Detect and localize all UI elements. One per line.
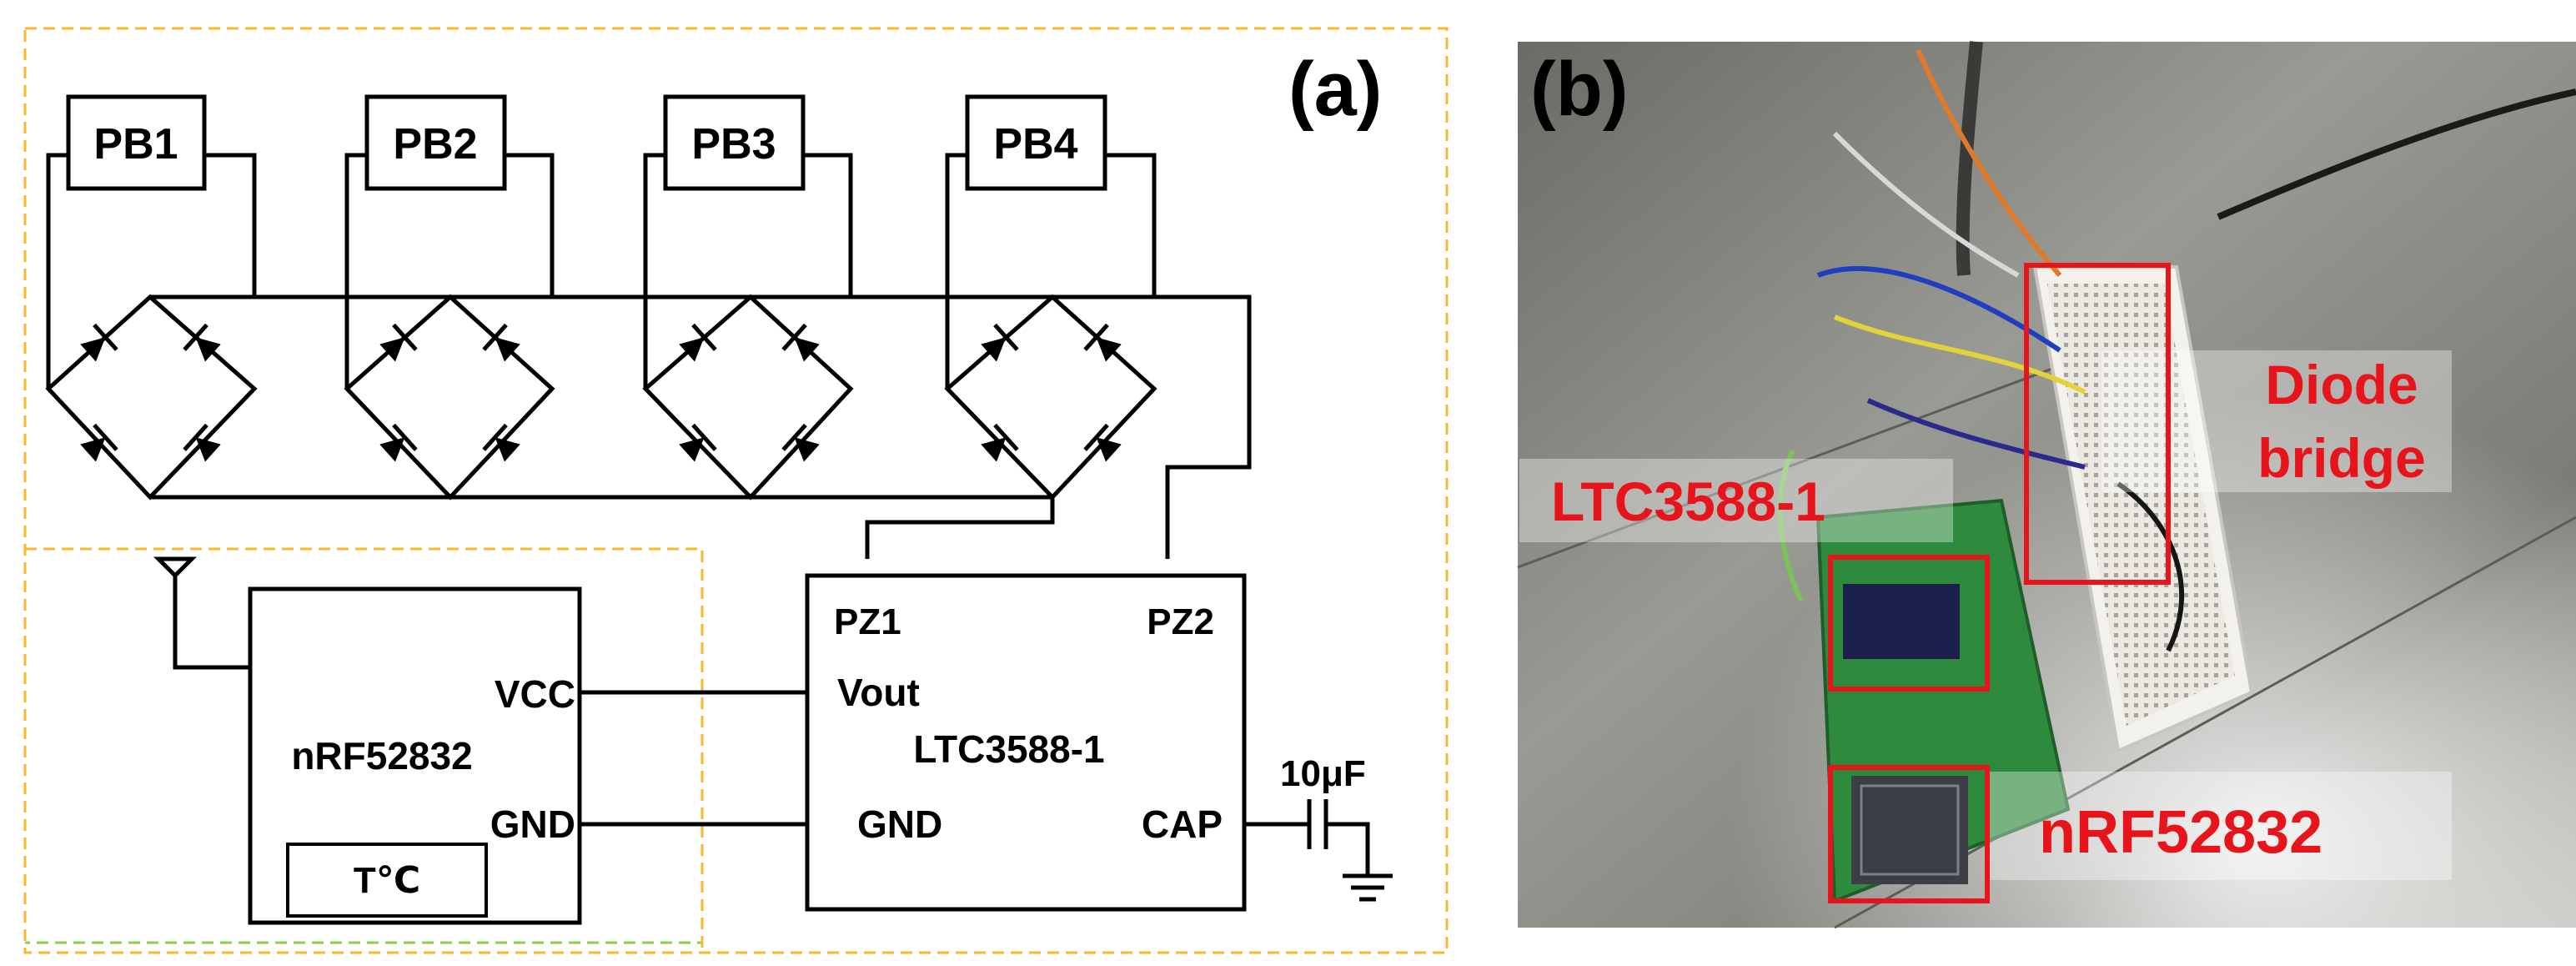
svg-text:LTC3588-1: LTC3588-1 <box>913 727 1104 771</box>
harvester-block: PZ1 PZ2 Vout LTC3588-1 GND CAP <box>805 573 1247 912</box>
mcu-block: VCC nRF52832 GND T℃ <box>248 586 582 925</box>
mcu-gnd-pin: GND <box>490 802 575 846</box>
diode-bridge-label-line2: bridge <box>2257 427 2426 489</box>
orange-dashed-divider <box>25 547 704 953</box>
mcu-name: nRF52832 <box>291 734 472 777</box>
mcu-vcc-pin: VCC <box>495 672 575 716</box>
harvester-label: LTC3588-1 <box>1551 470 1825 532</box>
svg-text:T℃: T℃ <box>354 860 420 901</box>
mcu-highlight <box>1828 765 1990 903</box>
panel-b: (b) Diode bridge LTC3588-1 nRF52832 <box>1517 41 2576 929</box>
piezo-block-1: PB1 <box>66 94 207 191</box>
svg-text:PZ1: PZ1 <box>834 601 901 642</box>
temperature-sensor <box>286 843 488 918</box>
mcu-label-bg <box>1985 772 2452 880</box>
capacitor-value: 10μF <box>1280 753 1366 794</box>
svg-text:PB1: PB1 <box>93 120 178 169</box>
harvester-label-bg <box>1519 459 1953 542</box>
diode-bridges <box>45 294 1157 501</box>
orange-dashed-border <box>23 27 1449 954</box>
piezo-block-2: PB2 <box>364 94 507 191</box>
jumper-wires <box>1777 48 2184 652</box>
svg-text:GND: GND <box>857 802 942 846</box>
svg-text:PB2: PB2 <box>393 120 477 169</box>
panel-b-tag: (b) <box>1530 47 1628 132</box>
svg-text:PB4: PB4 <box>993 120 1077 169</box>
svg-text:PZ2: PZ2 <box>1147 601 1214 642</box>
diode-symbols <box>77 325 1125 465</box>
diode-bridge-label-bg <box>2101 350 2452 492</box>
mcu-label: nRF52832 <box>2039 799 2322 866</box>
schematic-wires <box>46 153 1393 902</box>
svg-text:PB3: PB3 <box>691 120 776 169</box>
diode-bridge-label-line1: Diode <box>2265 354 2418 415</box>
svg-text:Vout: Vout <box>837 671 920 714</box>
piezo-block-4: PB4 <box>965 94 1107 191</box>
harvester-highlight <box>1828 555 1990 692</box>
green-pcb <box>1815 498 2071 903</box>
panel-a-tag: (a) <box>1288 47 1382 132</box>
piezo-block-3: PB3 <box>663 94 806 191</box>
svg-text:CAP: CAP <box>1142 802 1223 846</box>
panel-a: (a) <box>23 27 1449 954</box>
diode-bridge-highlight <box>2024 263 2171 585</box>
